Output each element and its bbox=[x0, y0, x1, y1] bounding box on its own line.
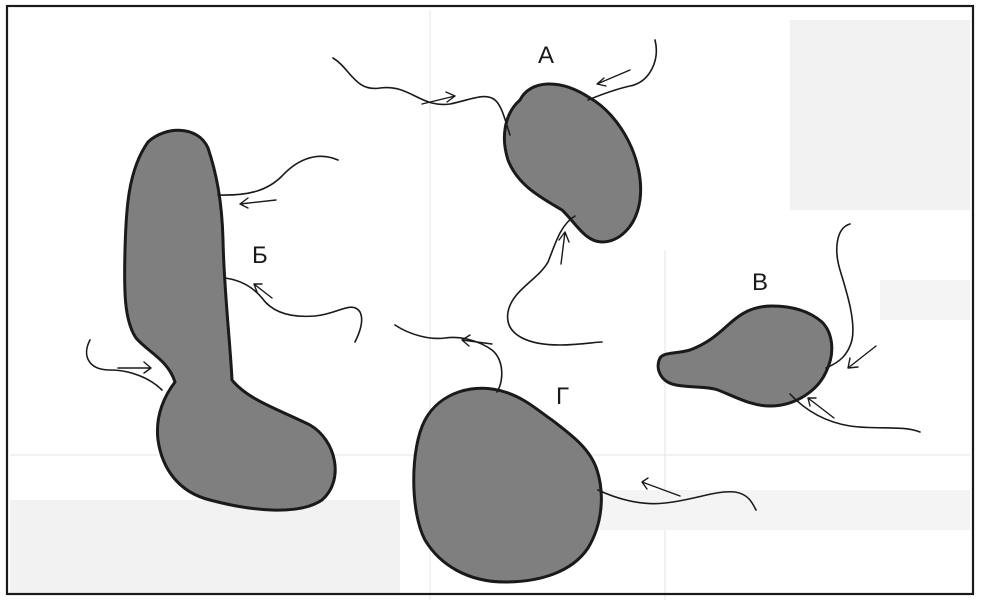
label-a: А bbox=[538, 42, 554, 69]
label-b: Б bbox=[252, 242, 268, 269]
label-v: В bbox=[752, 269, 768, 296]
label-g: Г bbox=[556, 383, 569, 410]
